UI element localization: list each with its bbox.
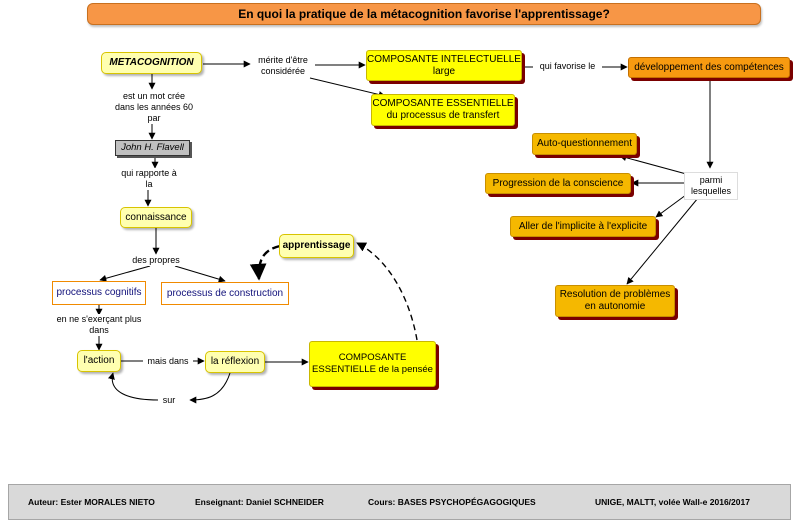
- progression-node[interactable]: Progression de la conscience: [485, 173, 631, 194]
- footer-enseignant: Enseignant: Daniel SCHNEIDER: [195, 497, 324, 507]
- label-sur: sur: [158, 395, 180, 406]
- flavell-node[interactable]: John H. Flavell: [115, 140, 190, 156]
- footer-bar: Auteur: Ester MORALES NIETO Enseignant: …: [8, 484, 791, 520]
- label-favorise: qui favorise le: [533, 61, 602, 72]
- implicite-node[interactable]: Aller de l'implicite à l'explicite: [510, 216, 656, 237]
- metacognition-node[interactable]: METACOGNITION: [101, 52, 202, 74]
- label-mais-dans: mais dans: [143, 356, 193, 367]
- label-des-propres: des propres: [124, 255, 188, 266]
- composante-intellectuelle-node[interactable]: COMPOSANTE INTELECTUELLE large: [366, 50, 522, 81]
- label-merite: mérite d'être considérée: [251, 55, 315, 77]
- footer-cours: Cours: BASES PSYCHOPÉGAGOGIQUES: [368, 497, 536, 507]
- processus-cognitifs-node[interactable]: processus cognitifs: [52, 281, 146, 305]
- auto-questionnement-node[interactable]: Auto-questionnement: [532, 133, 637, 155]
- label-mot-cree: est un mot crée dans les années 60 par: [112, 91, 196, 124]
- connaissance-node[interactable]: connaissance: [120, 207, 192, 228]
- label-en-ne: en ne s'exerçant plus dans: [50, 314, 148, 336]
- composante-pensee-node[interactable]: COMPOSANTE ESSENTIELLE de la pensée: [309, 341, 436, 387]
- map-title: En quoi la pratique de la métacognition …: [87, 3, 761, 25]
- label-rapporte: qui rapporte à la: [120, 168, 178, 190]
- reflexion-node[interactable]: la réflexion: [205, 351, 265, 373]
- action-node[interactable]: l'action: [77, 350, 121, 372]
- composante-transfert-node[interactable]: COMPOSANTE ESSENTIELLE du processus de t…: [371, 94, 515, 126]
- processus-construction-node[interactable]: processus de construction: [161, 282, 289, 305]
- developpement-node[interactable]: développement des compétences: [628, 57, 790, 78]
- apprentissage-node[interactable]: apprentissage: [279, 234, 354, 258]
- resolution-node[interactable]: Resolution de problèmes en autonomie: [555, 285, 675, 317]
- footer-auteur: Auteur: Ester MORALES NIETO: [28, 497, 155, 507]
- label-parmi: parmi lesquelles: [684, 172, 738, 200]
- footer-institution: UNIGE, MALTT, volée Wall-e 2016/2017: [595, 497, 750, 507]
